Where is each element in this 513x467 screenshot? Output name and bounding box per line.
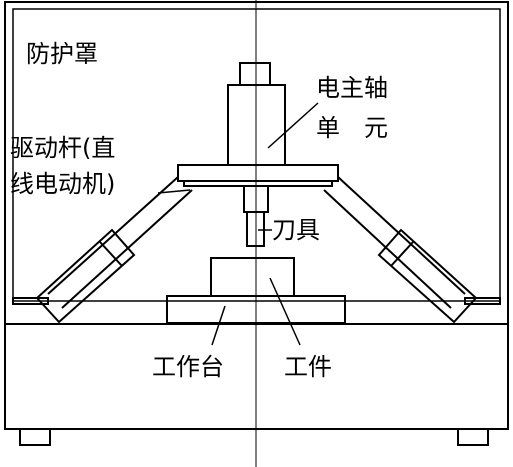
tool-label: 刀具: [272, 216, 320, 244]
table-leader: [211, 305, 226, 346]
moving-platform: [177, 164, 339, 182]
worktable-label: 工作台: [152, 353, 224, 381]
moving-platform-underside: [183, 180, 333, 187]
strut-label-line1: 驱动杆(直: [10, 134, 116, 162]
left-pad: [12, 297, 49, 305]
spindle-label-line2: 单 元: [316, 114, 388, 142]
left-foot: [19, 428, 51, 446]
spindle-cap: [239, 62, 271, 86]
right-pad: [464, 297, 501, 305]
workpiece: [210, 257, 295, 297]
workpiece-leader: [269, 277, 301, 346]
spindle-leader: [267, 102, 319, 149]
workpiece-label: 工件: [284, 353, 332, 381]
left-strut: [35, 176, 193, 324]
right-foot: [457, 428, 489, 446]
spindle-label-line1: 电主轴: [316, 74, 388, 102]
strut-label-line2: 线电动机): [10, 170, 116, 198]
protective-cover-label: 防护罩: [26, 40, 98, 68]
strut-leader: [157, 189, 191, 194]
right-strut: [323, 176, 478, 324]
